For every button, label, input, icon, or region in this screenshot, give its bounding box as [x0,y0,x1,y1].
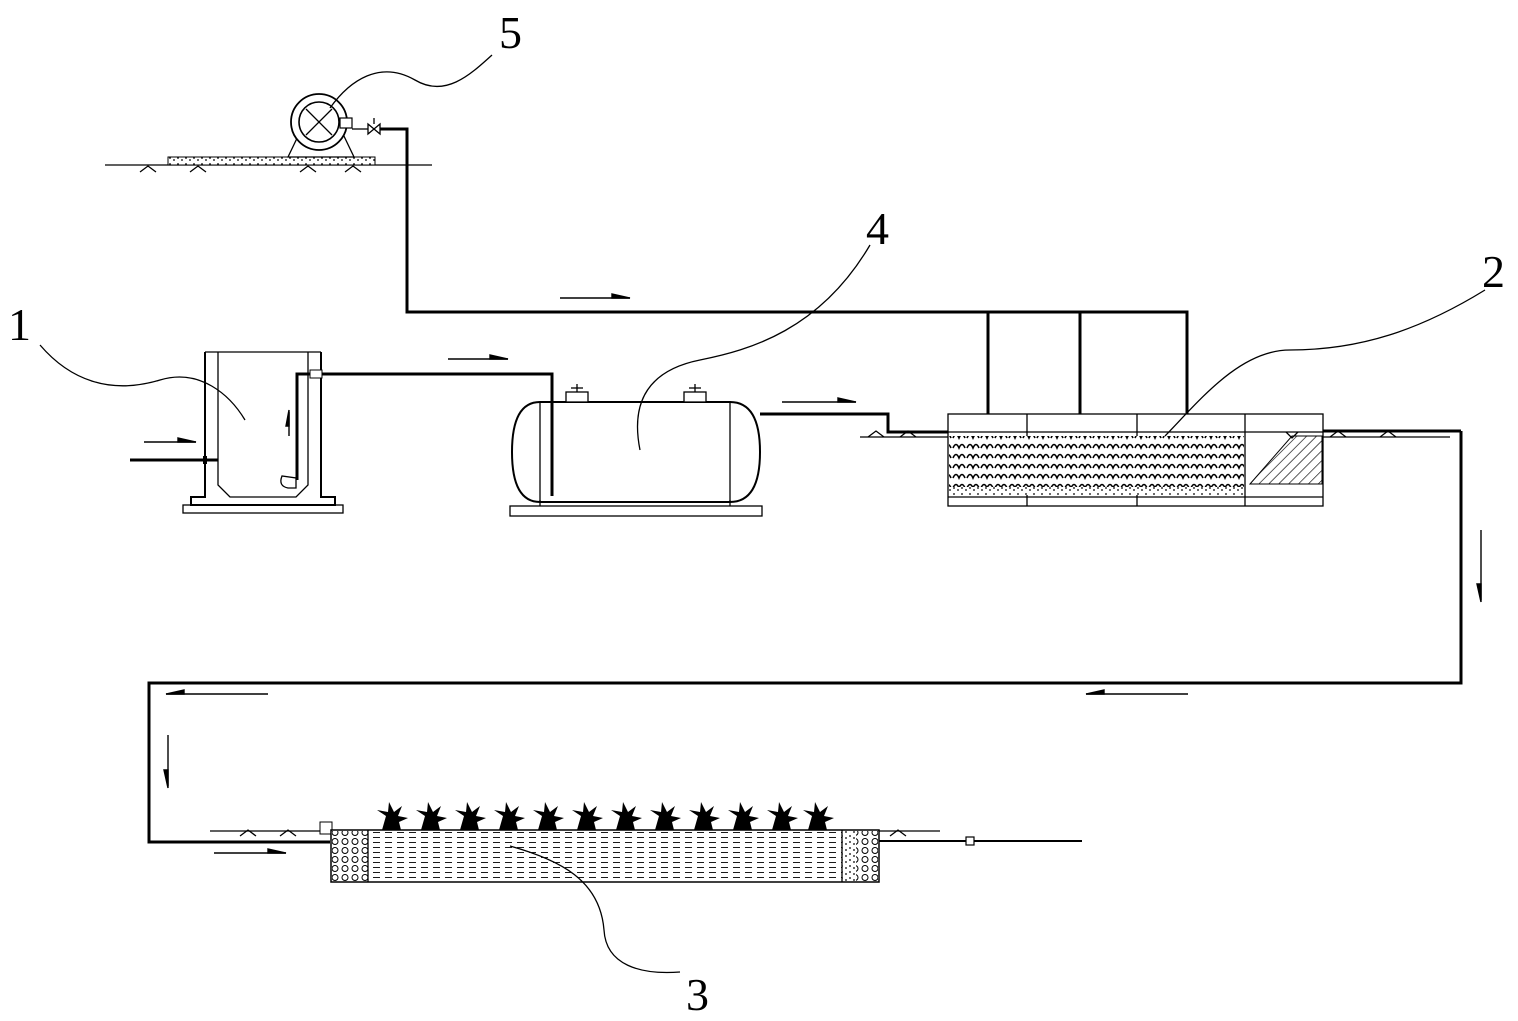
wetland-plants [377,802,834,830]
constructed-wetland-3 [210,802,1082,883]
callout-label-5: 5 [499,7,522,58]
blower-unit-5 [105,93,432,173]
callout-1: 1 [8,299,246,421]
effluent-pipeline [147,431,1482,854]
horizontal-tank-4 [509,384,948,517]
callout-label-3: 3 [686,969,709,1020]
flow-arrow-left-left-side [165,689,268,695]
callout-label-4: 4 [866,203,889,254]
collection-well-1 [130,351,554,514]
callout-4: 4 [636,203,889,451]
callout-label-2: 2 [1482,246,1505,297]
flow-arrow-wetland-inlet [214,848,287,854]
flow-arrow-well-outlet [448,354,509,360]
flow-arrow-lift [285,409,290,436]
flow-arrow-down-right [1476,530,1482,603]
flow-arrow-tank-outlet [782,397,857,403]
callout-3: 3 [509,845,709,1020]
flow-arrow-left-right-side [1085,689,1188,695]
flow-arrow-air [560,293,631,299]
flow-arrow-down-left [163,735,169,789]
flow-arrow-inlet [144,437,197,443]
oxidation-tank-2 [860,413,1461,507]
callout-label-1: 1 [8,299,31,350]
callout-5: 5 [329,7,522,109]
callout-2: 2 [1164,246,1505,437]
